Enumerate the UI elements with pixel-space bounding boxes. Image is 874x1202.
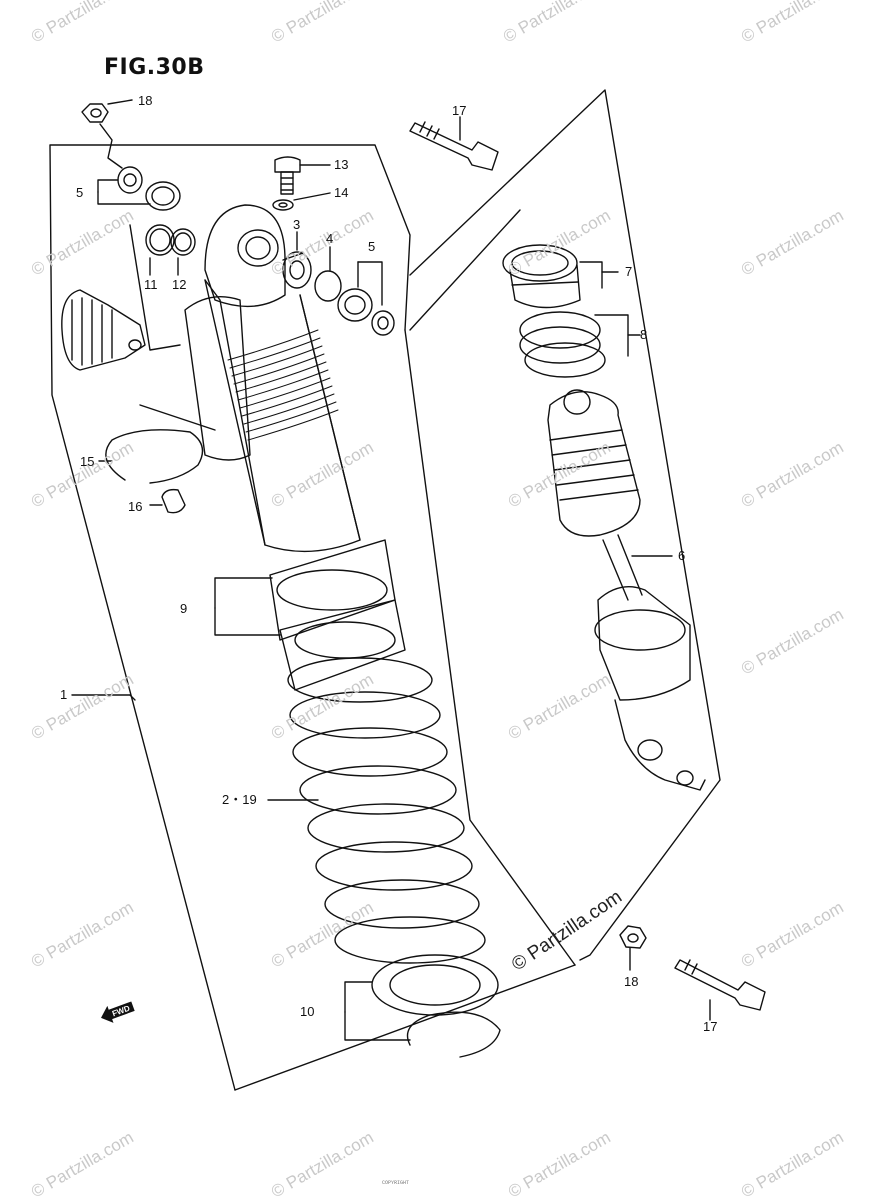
washer-14 — [272, 199, 294, 211]
callout-12: 12 — [172, 277, 187, 292]
leader-18a-link — [99, 123, 123, 169]
leader-18a — [107, 99, 133, 105]
assembly-outline-right — [234, 964, 576, 1091]
assembly-outline-left — [49, 144, 411, 1091]
leader-5b — [357, 261, 383, 306]
reservoir-bladder — [61, 289, 146, 371]
spring-seat-9-upper — [269, 539, 396, 641]
leader-15-bracket — [139, 404, 216, 431]
forward-direction-icon: FWD — [101, 1001, 135, 1023]
leader-1-to-outline — [129, 694, 136, 701]
callout-15: 15 — [80, 454, 95, 469]
leader-7 — [579, 261, 619, 273]
callout-1: 1 — [60, 687, 68, 702]
leader-5a-b — [97, 191, 151, 205]
leader-8 — [594, 314, 641, 336]
copyright-text: COPYRIGHT — [382, 1180, 410, 1186]
leader-9-lower — [214, 607, 281, 636]
rod-assembly-outline — [409, 89, 721, 961]
spring-retainer-8 — [519, 311, 606, 378]
forward-direction-label: FWD — [111, 1004, 131, 1019]
bushing-5-left — [117, 166, 181, 211]
bolt-17-top — [409, 121, 499, 171]
leader-14 — [293, 192, 331, 201]
callout-10: 10 — [300, 1004, 315, 1019]
callout-17: 17 — [452, 103, 467, 118]
bushing-3 — [282, 251, 312, 289]
callout-11: 11 — [144, 277, 158, 292]
callout-5: 5 — [76, 185, 84, 200]
callout-13: 13 — [334, 157, 349, 172]
callout-8: 8 — [640, 327, 648, 342]
assembly-outline-middle — [404, 329, 576, 966]
callout-6: 6 — [678, 548, 686, 563]
cylinder-threads — [227, 329, 339, 441]
callout-16: 16 — [128, 499, 143, 514]
callout-2-19: 2・19 — [222, 792, 257, 807]
callout-7: 7 — [625, 264, 633, 279]
cap-16 — [161, 488, 186, 514]
callout-4: 4 — [326, 231, 334, 246]
spring-seat-10 — [371, 954, 501, 1058]
callout-5: 5 — [368, 239, 376, 254]
callout-3: 3 — [293, 217, 301, 232]
leader-5a — [97, 179, 119, 193]
bolt-13 — [274, 156, 301, 195]
shock-top-eye — [204, 204, 286, 308]
callout-18: 18 — [138, 93, 153, 108]
callout-17: 17 — [703, 1019, 718, 1034]
circlip-4 — [314, 270, 342, 302]
leader-9 — [214, 577, 273, 609]
leader-10 — [344, 981, 373, 1013]
figure-title: FIG.30B — [104, 55, 205, 80]
spring-seat-9-lower — [279, 599, 406, 691]
circlip-15 — [105, 429, 204, 484]
spring-retainer-7 — [502, 244, 581, 309]
bushing-5-right — [337, 288, 395, 336]
shock-cylinder — [204, 279, 361, 553]
nut-18-bottom — [619, 925, 647, 949]
coil-spring-2 — [287, 657, 486, 964]
leader-10-lower — [344, 1011, 411, 1041]
rod-assembly-outline-inner — [409, 209, 521, 331]
callout-9: 9 — [180, 601, 188, 616]
reservoir-body — [184, 296, 251, 461]
damper-rod-6 — [547, 389, 706, 791]
seal-11-12 — [145, 224, 196, 256]
leader-11-bracket — [129, 224, 181, 351]
callout-14: 14 — [334, 185, 349, 200]
bolt-17-bottom — [674, 959, 766, 1011]
callout-18: 18 — [624, 974, 639, 989]
nut-18-top — [81, 103, 109, 123]
